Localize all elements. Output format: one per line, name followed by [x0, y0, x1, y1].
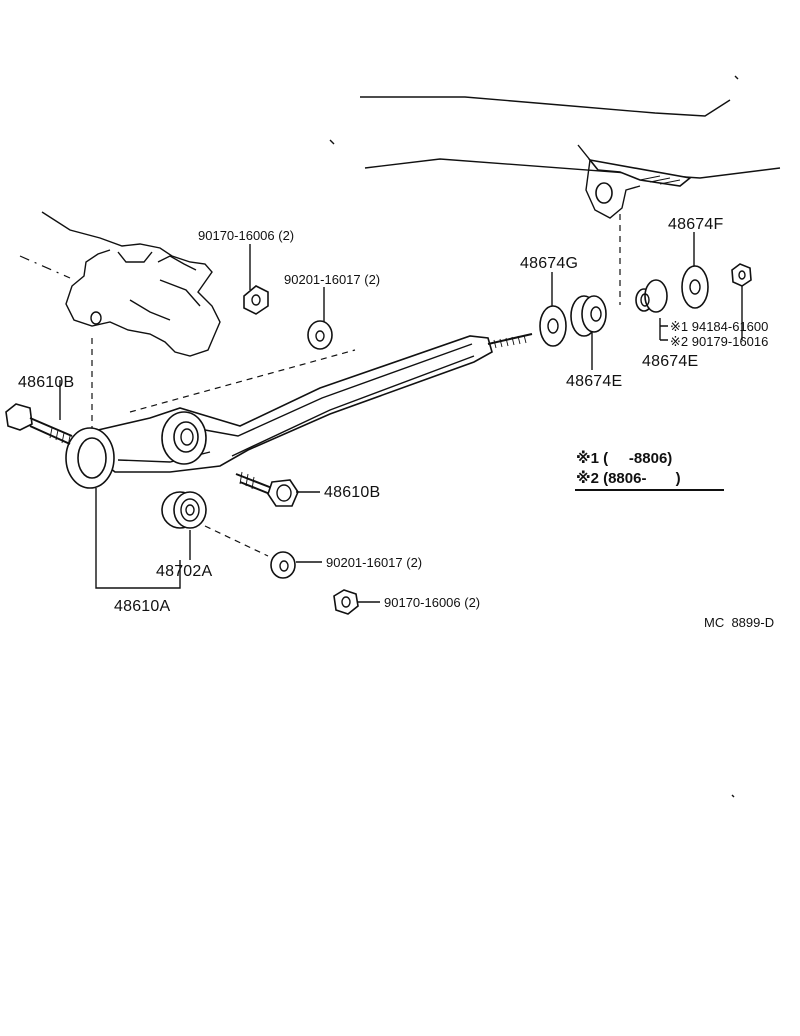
- nut-lower: [333, 589, 359, 615]
- part-labels: 90170-16006 (2) 90201-16017 (2) 48674G 4…: [18, 216, 768, 615]
- retainer-48674F: [681, 265, 709, 309]
- leader-lines: [59, 232, 743, 603]
- label-48674F: 48674F: [668, 216, 723, 233]
- washer-lower: [270, 551, 296, 579]
- bolt-lower: [235, 471, 299, 507]
- bushing-guide-line: [204, 525, 269, 557]
- bolt-left: [5, 403, 73, 447]
- label-48674E-collar: 48674E: [642, 353, 698, 370]
- diagram-code: MC 8899-D: [704, 615, 774, 630]
- frame-bracket: [577, 144, 692, 219]
- washer-upper: [307, 320, 333, 350]
- steering-knuckle: [19, 211, 221, 357]
- label-48674E-bushing: 48674E: [566, 373, 622, 390]
- label-48702A: 48702A: [156, 563, 212, 580]
- label-48674G: 48674G: [520, 255, 578, 272]
- label-nut-lower: 90170-16006 (2): [384, 595, 480, 610]
- speck-mark: [731, 794, 735, 798]
- label-48610B-left: 48610B: [18, 374, 74, 391]
- label-alt2: ※2 90179-16016: [670, 334, 768, 349]
- bushing-48702A: [161, 491, 207, 529]
- label-48610B-lower: 48610B: [324, 484, 380, 501]
- lower-control-arm: [65, 333, 533, 489]
- label-washer-upper: 90201-16017 (2): [284, 272, 380, 287]
- body-frame-outline: [329, 75, 781, 179]
- collar-48674E: [635, 279, 668, 313]
- legend-row-2: ※2 (8806- ): [576, 469, 681, 487]
- label-alt1: ※1 94184-61600: [670, 319, 768, 334]
- legend: ※1 ( -8806) ※2 (8806- ): [576, 449, 681, 487]
- bushing-48674G: [539, 305, 567, 347]
- arm-guide-line: [129, 349, 356, 413]
- label-48610A: 48610A: [114, 598, 170, 615]
- nut-end: [731, 263, 752, 287]
- label-washer-lower: 90201-16017 (2): [326, 555, 422, 570]
- bushing-48674E: [570, 295, 607, 337]
- legend-row-1: ※1 ( -8806): [576, 449, 672, 467]
- label-nut-upper: 90170-16006 (2): [198, 228, 294, 243]
- nut-upper: [243, 285, 269, 315]
